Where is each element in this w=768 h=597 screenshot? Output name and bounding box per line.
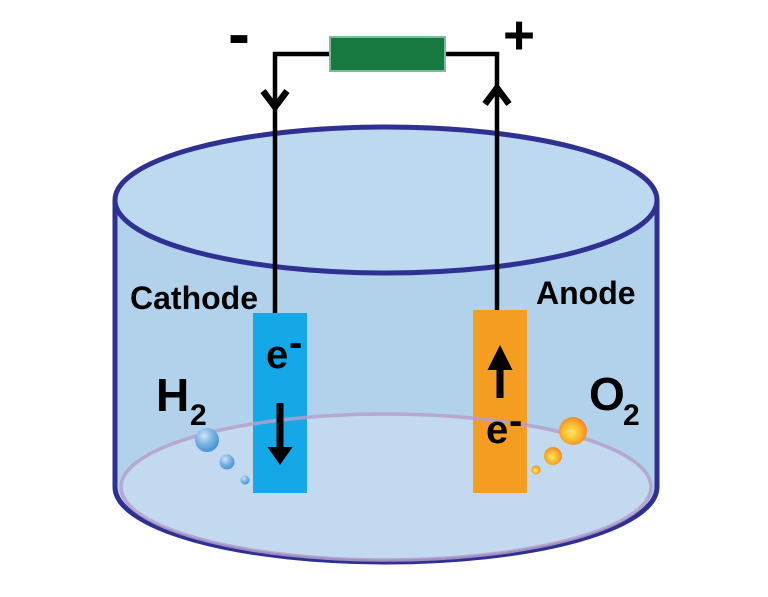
liquid-line <box>119 412 653 562</box>
h2-bubble <box>240 475 250 485</box>
beaker-outline <box>112 200 660 565</box>
electron-symbol: e <box>266 333 288 377</box>
o2-bubble <box>559 417 587 445</box>
electron-charge-sign: - <box>289 321 302 365</box>
electron-up-arrow-icon <box>487 345 513 398</box>
plus-terminal-label: + <box>503 4 535 66</box>
minus-terminal-label: - <box>228 0 250 70</box>
h2-bubble <box>219 454 235 470</box>
electron-charge-sign: - <box>509 399 522 443</box>
wire-arrow-down-icon <box>260 89 290 113</box>
o2-bubble <box>544 447 562 465</box>
oxygen-subscript: 2 <box>623 399 640 432</box>
oxygen-symbol: O <box>589 368 625 420</box>
cathode-electron-label: e - <box>266 321 302 377</box>
hydrogen-symbol: H <box>156 369 189 421</box>
solution-surface <box>112 124 660 276</box>
hydrogen-subscript: 2 <box>190 399 207 432</box>
electron-symbol: e <box>486 408 508 452</box>
o2-bubbles <box>531 417 587 475</box>
wire-arrow-up-icon <box>482 82 512 106</box>
h2-label: H 2 <box>156 369 207 432</box>
h2-bubble <box>195 428 219 452</box>
anode-electron-label: e - <box>486 399 522 452</box>
h2-bubbles <box>195 428 250 485</box>
o2-label: O 2 <box>589 368 640 432</box>
battery <box>329 36 446 72</box>
cathode-label: Cathode <box>130 280 258 316</box>
anode-label: Anode <box>536 275 636 311</box>
o2-bubble <box>531 465 541 475</box>
electron-down-arrow-icon <box>267 403 293 465</box>
anode-electrode <box>473 310 527 493</box>
